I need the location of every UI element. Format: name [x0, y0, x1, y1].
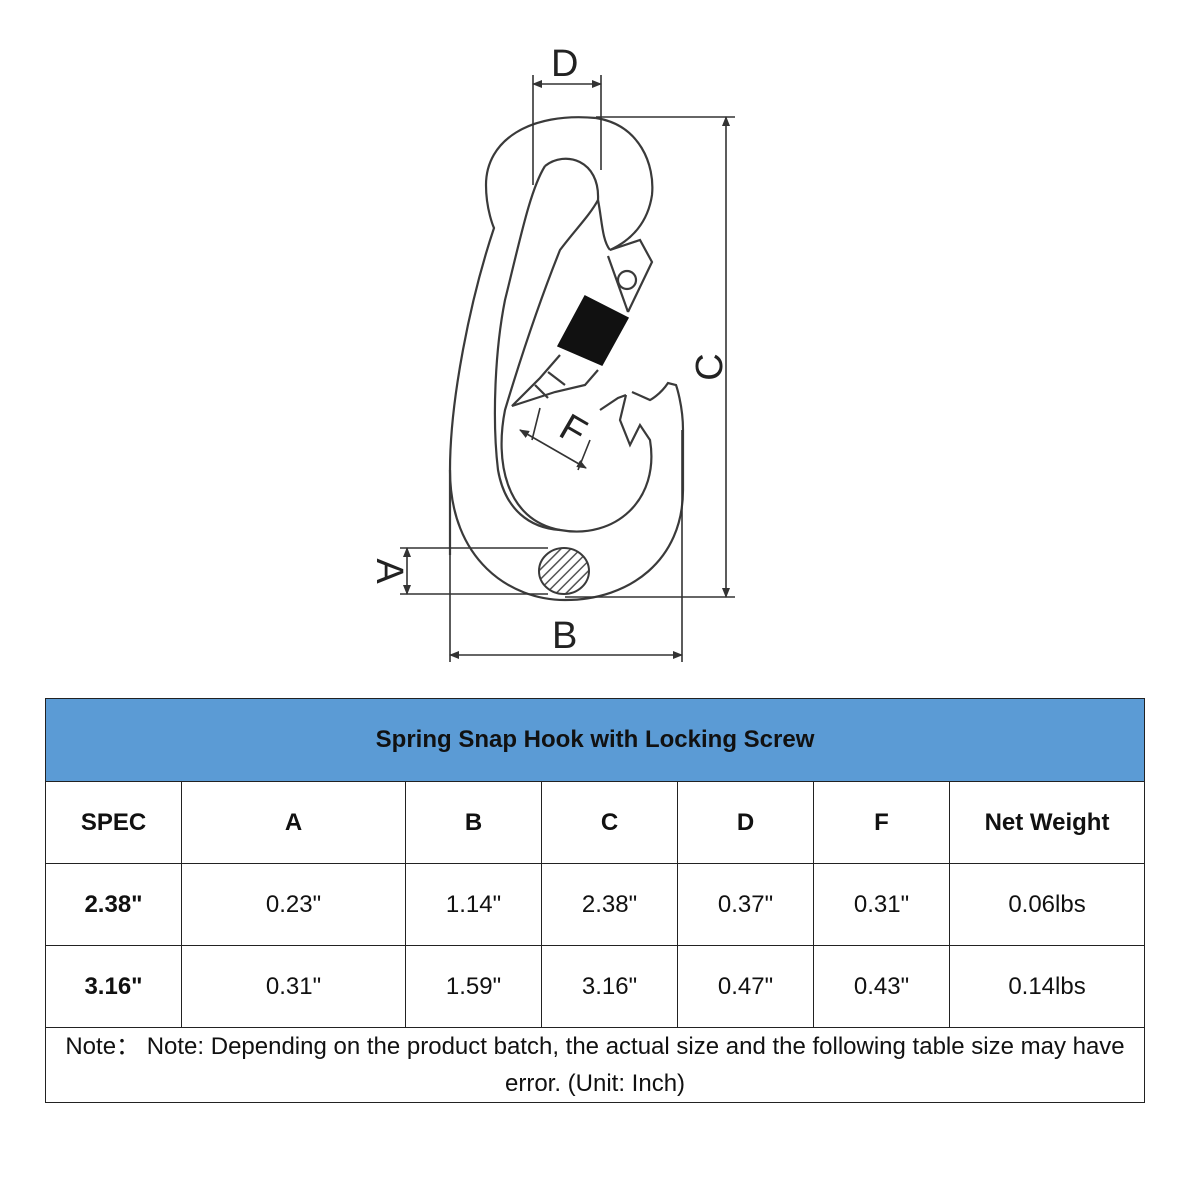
- table-cell: 0.23": [181, 863, 406, 946]
- header-row: SPEC A B C D F Net Weight: [45, 781, 1146, 864]
- col-header-spec: SPEC: [45, 781, 182, 864]
- snap-hook-diagram: D C B A F: [368, 43, 735, 662]
- table-cell: 0.31": [181, 945, 406, 1028]
- table-cell: 0.14lbs: [948, 945, 1146, 1028]
- table-note: Note： Note: Depending on the product bat…: [44, 1027, 1146, 1103]
- dimension-lines: [400, 75, 735, 662]
- hook-body: [448, 116, 685, 602]
- title-row: Spring Snap Hook with Locking Screw: [44, 698, 1146, 782]
- col-header-f: F: [813, 781, 950, 864]
- table-cell: 0.06lbs: [948, 863, 1146, 946]
- table-cell: 1.14": [405, 863, 542, 946]
- table-cell: 0.31": [813, 863, 950, 946]
- col-header-c: C: [541, 781, 678, 864]
- table-row: 3.16" 0.31" 1.59" 3.16" 0.47" 0.43" 0.14…: [45, 945, 1146, 1028]
- dim-label-a: A: [368, 558, 410, 584]
- table-cell: 0.47": [677, 945, 814, 1028]
- col-header-net-weight: Net Weight: [948, 781, 1146, 864]
- wire-cross-section: [538, 547, 590, 595]
- table-cell: 2.38": [45, 863, 182, 946]
- locking-sleeve: [556, 294, 630, 366]
- table-row: 2.38" 0.23" 1.14" 2.38" 0.37" 0.31" 0.06…: [45, 863, 1146, 946]
- dim-label-b: B: [552, 615, 577, 657]
- dim-label-d: D: [551, 43, 578, 85]
- table-title: Spring Snap Hook with Locking Screw: [44, 698, 1146, 782]
- spec-table: Spring Snap Hook with Locking Screw SPEC…: [44, 698, 1146, 1103]
- col-header-b: B: [405, 781, 542, 864]
- col-header-a: A: [181, 781, 406, 864]
- table-cell: 1.59": [405, 945, 542, 1028]
- table-cell: 3.16": [45, 945, 182, 1028]
- table-cell: 3.16": [541, 945, 678, 1028]
- note-row: Note： Note: Depending on the product bat…: [44, 1027, 1146, 1103]
- table-cell: 0.37": [677, 863, 814, 946]
- dim-label-c: C: [689, 353, 731, 380]
- col-header-d: D: [677, 781, 814, 864]
- table-cell: 0.43": [813, 945, 950, 1028]
- table-cell: 2.38": [541, 863, 678, 946]
